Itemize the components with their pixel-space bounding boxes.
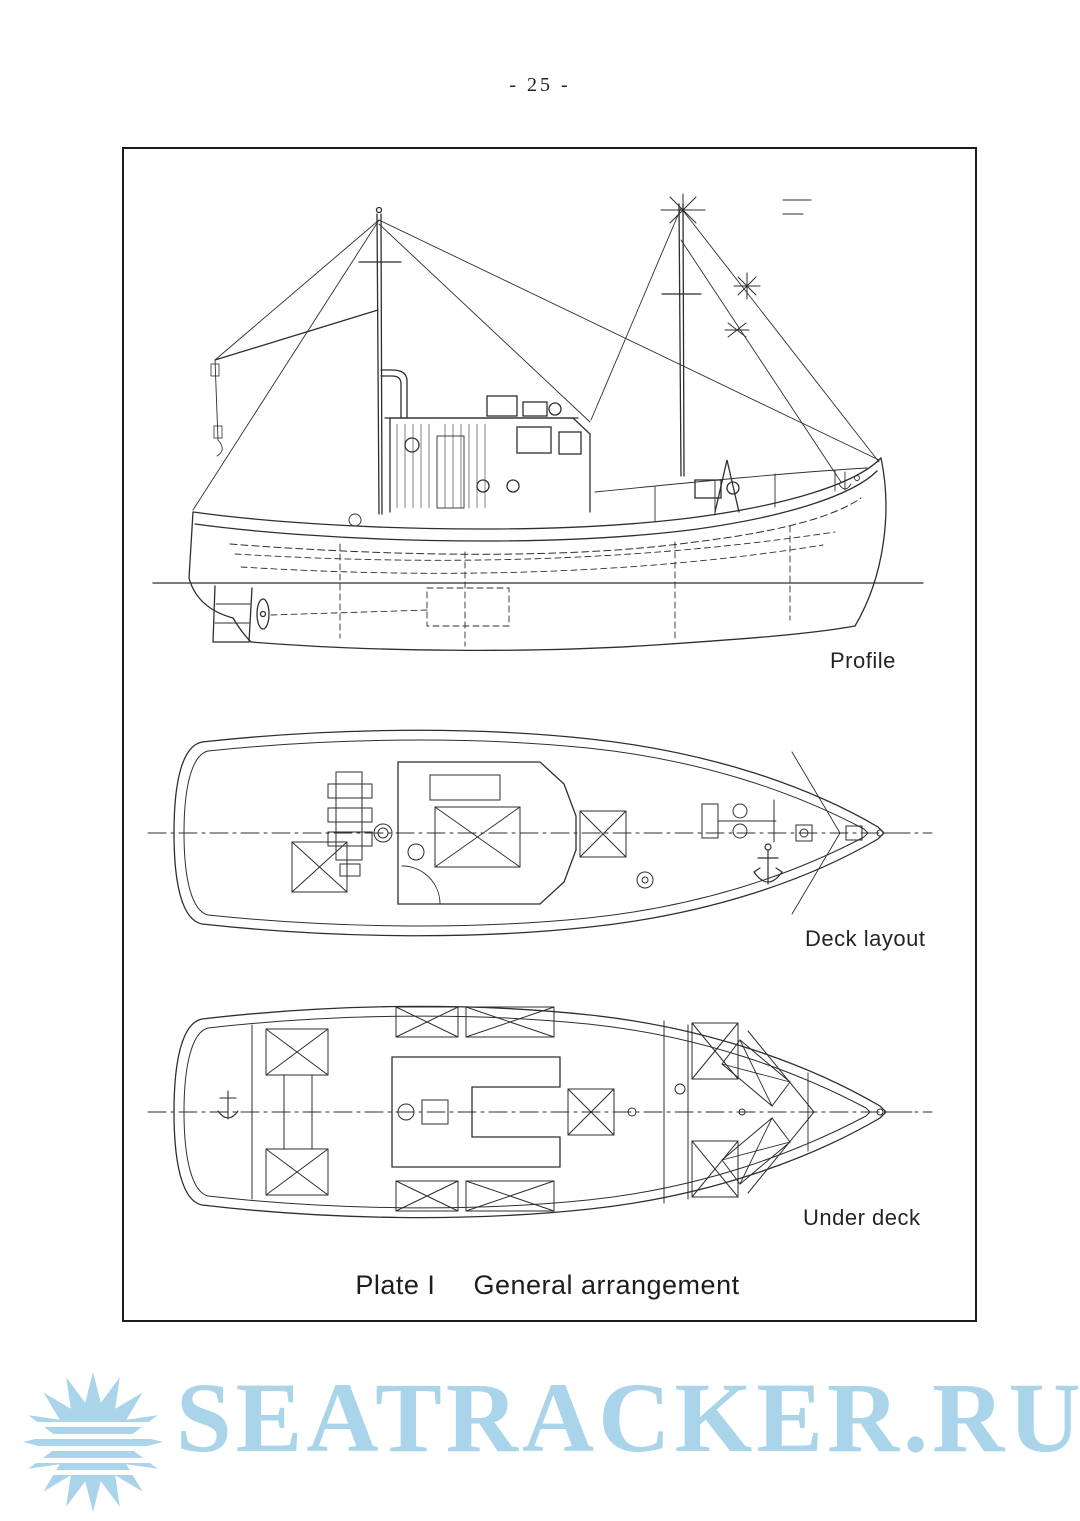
deck-hatch-fwd [579, 810, 627, 858]
fwd-tanks [674, 1022, 739, 1198]
stern-anchor-icon [217, 1090, 239, 1120]
under-hatch-fwd [567, 1088, 615, 1136]
anchor-icon [753, 843, 783, 885]
under-hull-outline [173, 1005, 887, 1219]
hull-profile [188, 457, 887, 651]
deck-mast-ring [373, 823, 393, 843]
watermark: SEATRACKER.RU [0, 1358, 1080, 1521]
deck-layout-drawing [147, 729, 933, 937]
deck-fitting-circle [636, 871, 654, 889]
internal-structure [234, 525, 836, 647]
main-mast [192, 206, 880, 515]
plate-frame [122, 147, 977, 1322]
deck-windlass [701, 799, 777, 843]
chain-locker [721, 1030, 815, 1194]
rudder-propeller [212, 585, 270, 643]
sun-logo [20, 1372, 166, 1512]
plate-caption-title: General arrangement [473, 1270, 740, 1300]
deck-winch [327, 771, 373, 877]
deck-gear [694, 459, 860, 513]
engine-room [391, 1056, 561, 1168]
page-number: - 25 - [509, 74, 571, 96]
aft-mast [590, 203, 880, 483]
under-bow-fittings [738, 1108, 913, 1116]
aft-tanks [265, 1028, 329, 1196]
plate-caption: Plate I General arrangement [122, 1270, 973, 1301]
deck-hull-outline [173, 729, 885, 937]
roof-equipment [380, 369, 562, 419]
shaft-fitting [627, 1107, 637, 1117]
sun-stripes [20, 1422, 166, 1475]
bow-fittings [845, 825, 909, 841]
antenna-bursts [660, 193, 812, 338]
mid-hatches [395, 1006, 555, 1212]
under-deck-label: Under deck [803, 1205, 921, 1230]
aft-mast-step [795, 824, 813, 842]
profile-label: Profile [830, 648, 896, 673]
fwd-bulkheads [663, 1020, 809, 1204]
profile-view-drawing [152, 193, 924, 651]
forecastle-break [791, 751, 841, 915]
wheelhouse [384, 417, 591, 513]
deck-hatch-aft [291, 841, 348, 893]
plate-caption-number: Plate I [355, 1270, 436, 1300]
deck-layout-label: Deck layout [805, 926, 926, 951]
deck-wheelhouse [397, 761, 577, 905]
watermark-text: SEATRACKER.RU [176, 1362, 1080, 1473]
under-deck-drawing [147, 1005, 933, 1219]
